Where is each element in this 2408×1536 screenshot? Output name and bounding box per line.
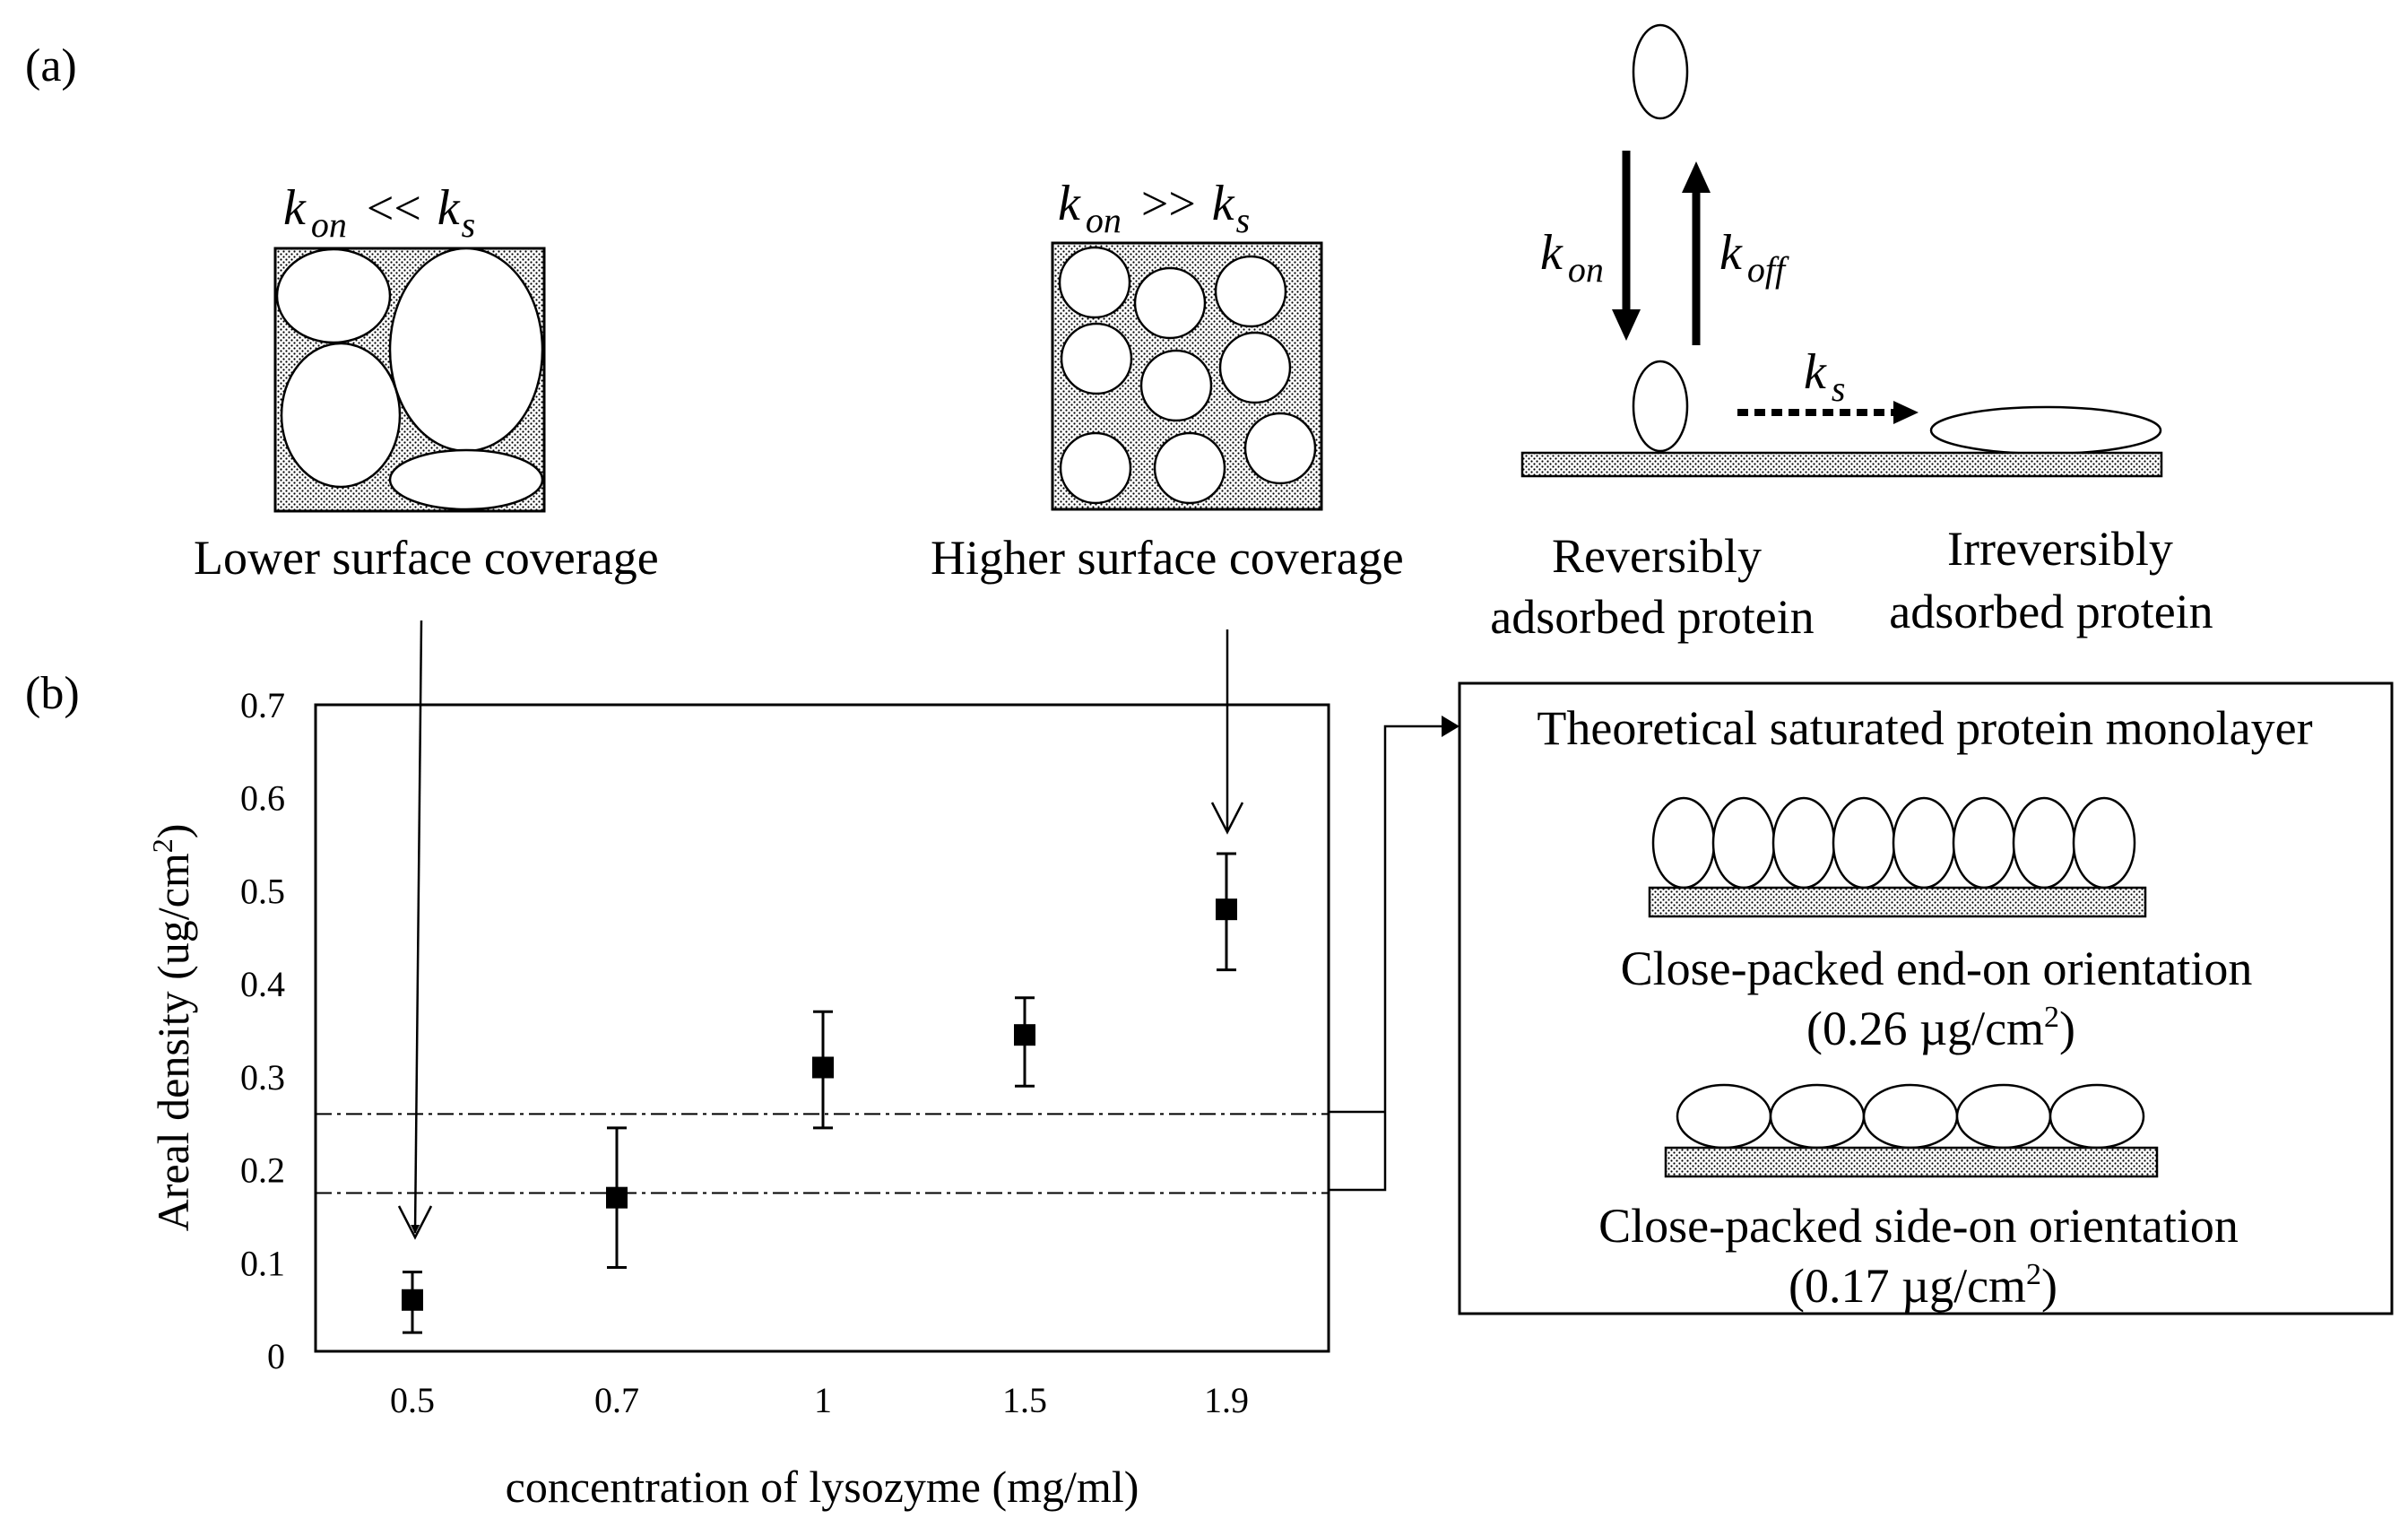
y-tick-label: 0.1 xyxy=(240,1243,285,1283)
x-axis-label: concentration of lysozyme (mg/ml) xyxy=(506,1462,1139,1512)
x-tick-label: 0.5 xyxy=(390,1380,435,1420)
protein-ellipse xyxy=(388,247,544,453)
side-on-surface xyxy=(1664,1146,2159,1178)
protein-ellipse xyxy=(275,247,392,344)
y-tick-label: 0.5 xyxy=(240,871,285,911)
high-coverage-caption: Higher surface coverage xyxy=(931,531,1404,585)
side-on-value: (0.17 µg/cm2) xyxy=(1789,1258,2057,1313)
monolayer-panel: Theoretical saturated protein monolayer … xyxy=(1458,681,2394,1315)
monolayer-connector xyxy=(1329,725,1443,1192)
free-protein xyxy=(1632,23,1689,120)
y-tick-label: 0.2 xyxy=(240,1150,285,1191)
y-tick-label: 0.4 xyxy=(240,964,285,1004)
end-on-value: (0.26 µg/cm2) xyxy=(1806,1001,2075,1055)
irreversible-label-1: Irreversibly xyxy=(1947,522,2173,576)
plot-frame xyxy=(314,703,1330,1353)
end-on-label: Close-packed end-on orientation xyxy=(1621,942,2253,995)
x-tick-labels: 0.5 0.7 1 1.5 1.9 xyxy=(390,1380,1249,1420)
x-tick-label: 1 xyxy=(814,1380,832,1420)
low-coverage-caption: Lower surface coverage xyxy=(194,531,659,585)
side-on-proteins xyxy=(1676,1083,2145,1150)
areal-density-chart: 0 0.1 0.2 0.3 0.4 0.5 0.6 0.7 0.5 0.7 1 1.5 1.9 con… xyxy=(146,685,1330,1512)
kinetics-surface xyxy=(1520,451,2163,478)
error-bars xyxy=(403,852,1236,1334)
protein-grid xyxy=(1058,246,1317,505)
data-point xyxy=(1216,898,1237,921)
end-on-surface xyxy=(1648,886,2147,918)
x-tick-label: 1.9 xyxy=(1204,1380,1249,1420)
data-point xyxy=(606,1186,628,1209)
reversible-label-2: adsorbed protein xyxy=(1490,590,1814,644)
end-on-proteins xyxy=(1651,796,2136,889)
irreversible-protein xyxy=(1929,405,2162,456)
protein-ellipse xyxy=(280,342,402,489)
panel-a-label: (a) xyxy=(25,40,77,91)
y-tick-label: 0 xyxy=(267,1336,285,1376)
monolayer-title: Theoretical saturated protein monolayer xyxy=(1537,701,2312,755)
monolayer-connector-head xyxy=(1442,716,1460,737)
panel-b-label: (b) xyxy=(25,668,80,719)
ks-arrowhead xyxy=(1893,401,1919,424)
x-tick-label: 0.7 xyxy=(594,1380,639,1420)
side-on-label: Close-packed side-on orientation xyxy=(1598,1199,2239,1253)
koff-arrowhead xyxy=(1682,161,1711,193)
y-tick-label: 0.7 xyxy=(240,685,285,725)
reversible-protein xyxy=(1632,360,1689,453)
high-coverage-pointer-head xyxy=(1210,802,1244,835)
x-tick-label: 1.5 xyxy=(1002,1380,1047,1420)
y-axis-label: Areal density (ug/cm2) xyxy=(146,824,198,1232)
monolayer-box xyxy=(1458,681,2394,1315)
y-tick-labels: 0 0.1 0.2 0.3 0.4 0.5 0.6 0.7 xyxy=(240,685,285,1376)
data-point xyxy=(812,1056,834,1079)
kon-arrowhead xyxy=(1612,309,1641,341)
low-coverage-pointer-head xyxy=(397,1205,433,1240)
irreversible-label-2: adsorbed protein xyxy=(1889,585,2213,638)
data-markers xyxy=(402,898,1237,1311)
protein-ellipse xyxy=(388,448,544,511)
data-point xyxy=(402,1289,423,1311)
y-tick-label: 0.6 xyxy=(240,778,285,819)
reversible-label-1: Reversibly xyxy=(1552,529,1762,583)
y-tick-label: 0.3 xyxy=(240,1057,285,1098)
data-point xyxy=(1014,1024,1035,1046)
low-coverage-pointer xyxy=(411,620,423,1234)
